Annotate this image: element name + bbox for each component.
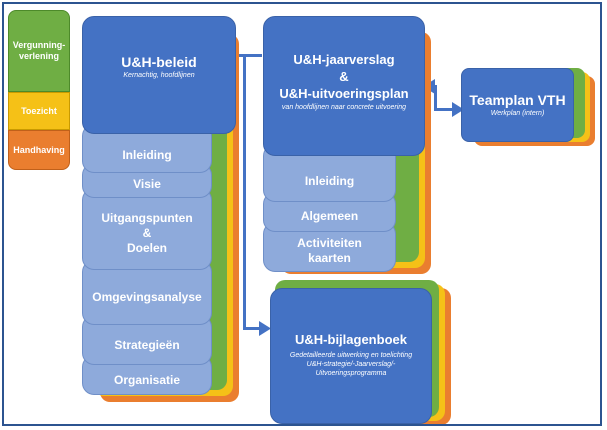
bijlagenboek-subtitle: Gedetailleerde uitwerking en toelichting…: [289, 352, 413, 377]
connector-teamplan-in: [434, 108, 454, 111]
beleid-item-uitgangspunten-doelen: Uitgangspunten & Doelen: [82, 188, 212, 270]
jaarverslag-title-line2: &: [339, 69, 349, 84]
teamplan-subtitle: Werkplan (intern): [490, 110, 545, 117]
beleid-header: U&H-beleid Kernachtig, hoofdlijnen: [82, 16, 236, 134]
diagram-frame: Vergunning- verlening Toezicht Handhavin…: [2, 2, 602, 426]
beleid-title: U&H-beleid: [121, 54, 197, 70]
teamplan-header: Teamplan VTH Werkplan (intern): [461, 68, 574, 142]
connector-teamplan-vertical: [434, 85, 437, 110]
bijlagenboek-title: U&H-bijlagenboek: [295, 332, 407, 347]
arrowhead-icon: [259, 321, 271, 336]
legend-handhaving: Handhaving: [8, 130, 70, 170]
arrowhead-right-icon: [452, 102, 464, 117]
legend-toezicht: Toezicht: [8, 92, 70, 130]
jaarverslag-subtitle: van hoofdlijnen naar concrete uitvoering: [281, 104, 407, 111]
jaarverslag-header: U&H-jaarverslag & U&H-uitvoeringsplan va…: [263, 16, 425, 156]
teamplan-title: Teamplan VTH: [469, 92, 566, 108]
beleid-subtitle: Kernachtig, hoofdlijnen: [123, 72, 195, 79]
legend-vergunningverlening: Vergunning- verlening: [8, 10, 70, 92]
bijlagenboek-header: U&H-bijlagenboek Gedetailleerde uitwerki…: [270, 288, 432, 424]
connector-beleid-jaarverslag: [236, 54, 262, 57]
beleid-item-omgevingsanalyse: Omgevingsanalyse: [82, 260, 212, 325]
jaarverslag-title-line1: U&H-jaarverslag: [293, 52, 395, 67]
connector-trunk: [243, 54, 246, 330]
jaarverslag-title-line3: U&H-uitvoeringsplan: [279, 86, 409, 101]
connector-to-bijlagenboek: [243, 327, 263, 330]
